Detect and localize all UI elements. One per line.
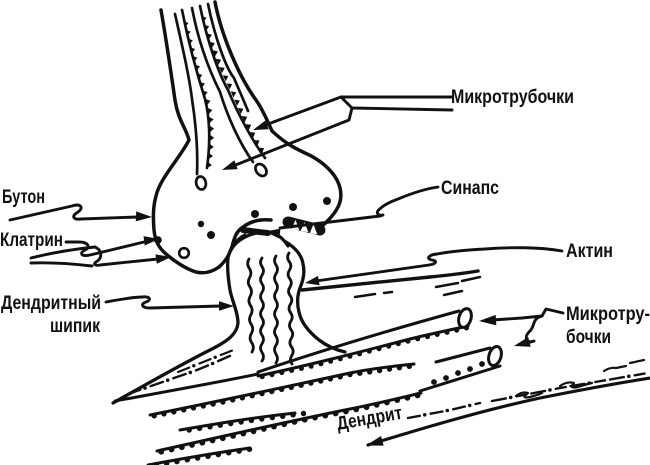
svg-text:Микротру-: Микротру-: [566, 304, 650, 325]
svg-text:Бутон: Бутон: [2, 187, 45, 208]
svg-text:шипик: шипик: [50, 316, 100, 337]
svg-text:Синапс: Синапс: [441, 178, 499, 199]
svg-text:бочки: бочки: [566, 327, 611, 348]
svg-text:Дендритный: Дендритный: [1, 293, 101, 314]
svg-text:Клатрин: Клатрин: [0, 230, 63, 251]
svg-text:Актин: Актин: [566, 241, 613, 262]
svg-text:Микротрубочки: Микротрубочки: [451, 87, 574, 108]
